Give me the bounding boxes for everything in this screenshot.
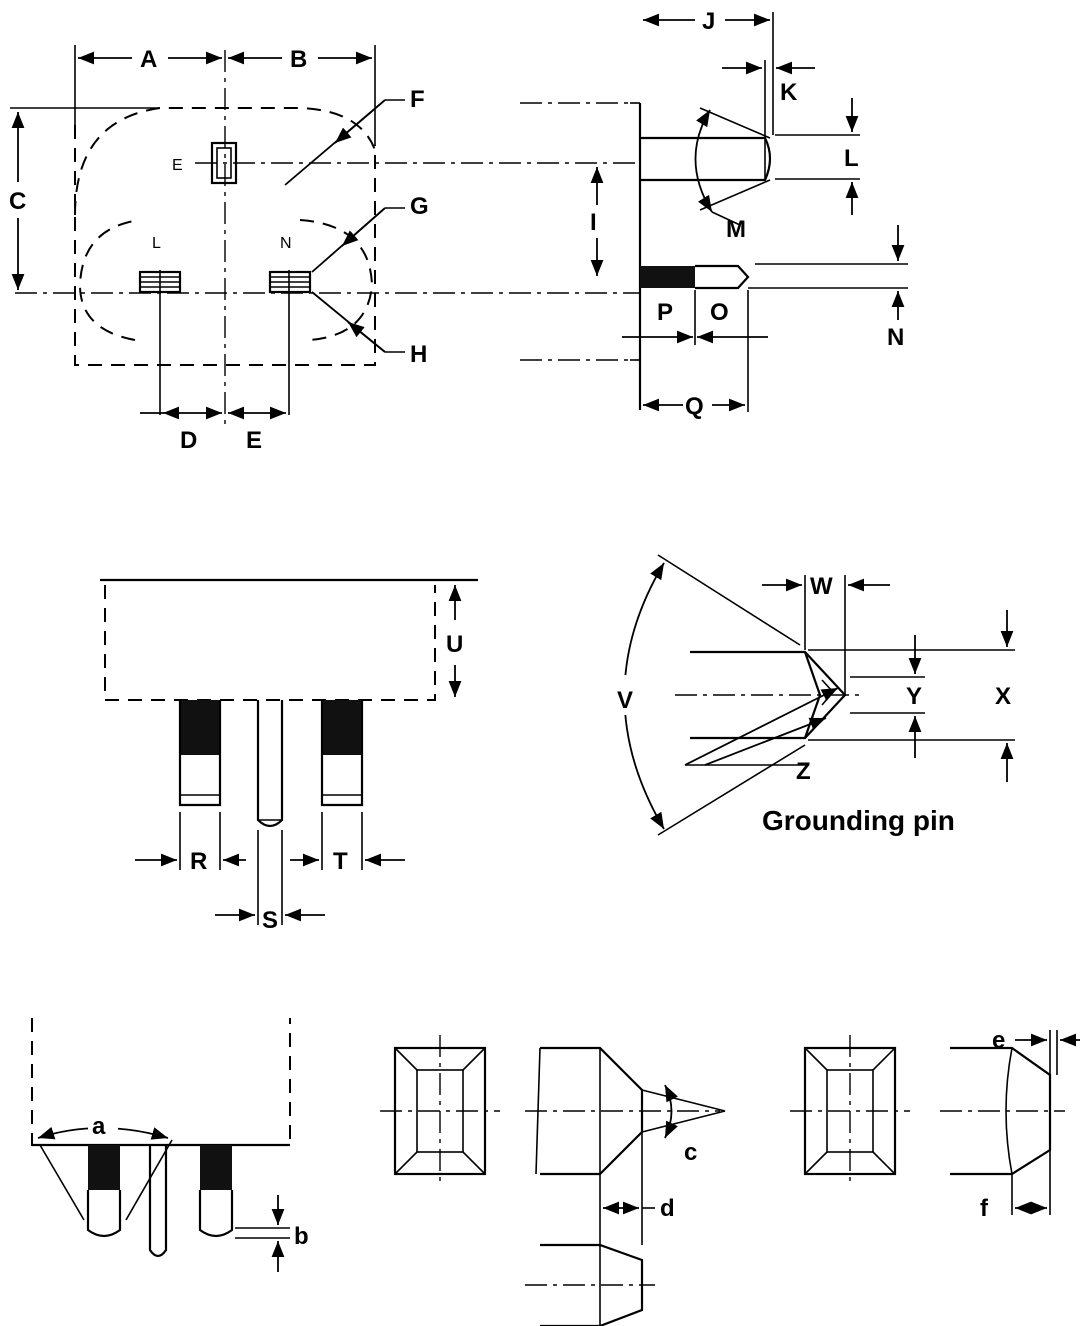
- dim-label-Z: Z: [796, 758, 811, 785]
- dim-label-J: J: [702, 8, 715, 35]
- earth-pin-mark: E: [172, 157, 183, 174]
- dim-label-R: R: [190, 848, 207, 875]
- dim-label-A: A: [140, 46, 157, 73]
- chamfer-detail-ef: e f: [790, 1027, 1080, 1222]
- earth-pin-side: [640, 136, 772, 182]
- dim-label-Y: Y: [906, 683, 922, 710]
- dim-label-P: P: [657, 299, 673, 326]
- dim-label-M: M: [726, 216, 746, 243]
- dim-label-W: W: [810, 573, 833, 600]
- dim-label-L: L: [844, 145, 859, 172]
- dim-label-Q: Q: [685, 393, 704, 420]
- dim-label-X: X: [995, 683, 1011, 710]
- chamfer-detail-cd: c d: [380, 1035, 726, 1326]
- dim-label-b: b: [294, 1223, 309, 1250]
- front-view: E L N A B C D E F G H: [9, 45, 640, 454]
- dim-label-E: E: [246, 427, 262, 454]
- live-pin-mark: L: [152, 235, 161, 252]
- dim-label-a: a: [92, 1113, 106, 1140]
- front-rounded-top: [74, 107, 376, 216]
- dim-label-f: f: [980, 1195, 989, 1222]
- neutral-pin-mark: N: [280, 235, 292, 252]
- grounding-pin-caption: Grounding pin: [762, 805, 955, 836]
- dim-label-e: e: [992, 1027, 1005, 1054]
- dim-label-B: B: [290, 46, 307, 73]
- dim-label-F: F: [410, 86, 425, 113]
- bottom-view: U R T S: [100, 578, 478, 934]
- dim-label-C: C: [9, 188, 26, 215]
- earth-pin-face: [210, 141, 238, 185]
- dim-label-H: H: [410, 341, 427, 368]
- line-pin-side: [695, 264, 750, 290]
- dim-label-V: V: [617, 687, 633, 714]
- pin-spread-view: a b: [31, 1018, 309, 1272]
- dim-label-S: S: [262, 907, 278, 934]
- dim-label-G: G: [410, 193, 429, 220]
- sleeve-insulated-section: [640, 266, 695, 288]
- dim-label-N: N: [887, 324, 904, 351]
- dim-label-U: U: [446, 631, 463, 658]
- grounding-pin-detail: V W Y X Z Grounding pin: [605, 554, 1015, 836]
- earth-pin-bottom: [256, 700, 284, 828]
- dim-label-D: D: [180, 427, 197, 454]
- dim-label-K: K: [780, 79, 798, 106]
- dim-label-I: I: [590, 209, 597, 236]
- dim-label-d: d: [660, 1195, 675, 1222]
- dim-label-T: T: [333, 848, 348, 875]
- dim-label-O: O: [710, 299, 729, 326]
- side-view: M J K L I N P O: [520, 8, 908, 420]
- dim-label-c: c: [684, 1139, 697, 1166]
- live-boss: [78, 219, 141, 341]
- neutral-boss: [299, 219, 374, 341]
- front-outline: [74, 125, 376, 366]
